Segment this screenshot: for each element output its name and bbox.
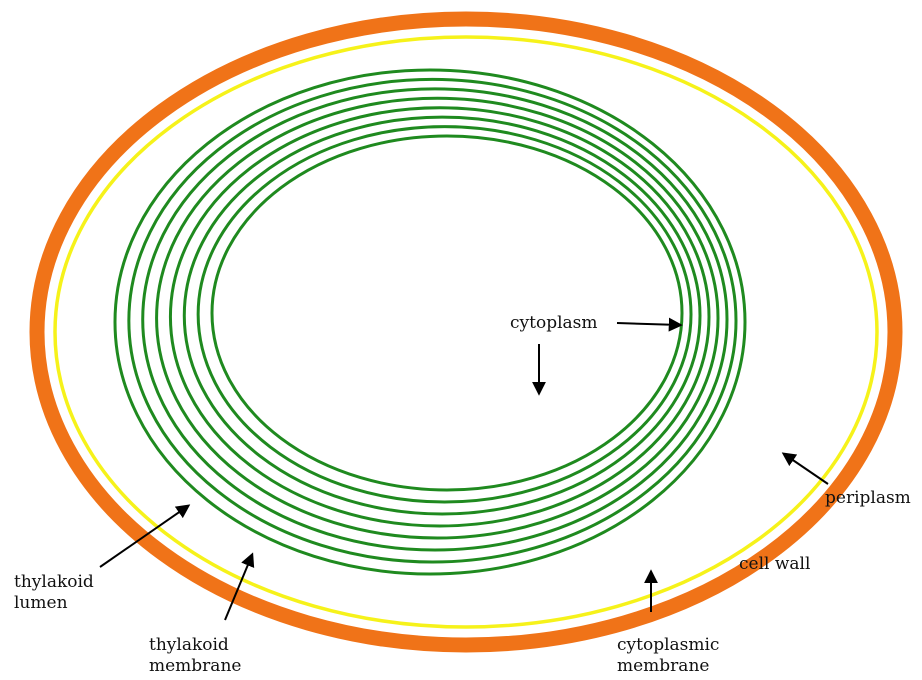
periplasm-label: periplasm xyxy=(825,488,911,509)
cytoplasm-arrow-right xyxy=(617,323,680,325)
periplasm-arrow xyxy=(784,454,828,484)
cytoplasmic-membrane-label-line2: membrane xyxy=(617,656,719,677)
thylakoid-membrane-label-line2: membrane xyxy=(149,656,241,677)
thylakoid-ring xyxy=(143,89,727,550)
thylakoid-ring xyxy=(115,70,745,574)
thylakoid-ring xyxy=(212,136,682,490)
cell-wall-ring xyxy=(37,19,895,645)
thylakoid-membrane-label: thylakoid membrane xyxy=(149,635,241,677)
thylakoid-lumen-label-line1: thylakoid xyxy=(14,572,94,593)
cytoplasmic-membrane-label-line1: cytoplasmic xyxy=(617,635,719,656)
cell-wall-label: cell wall xyxy=(739,554,810,575)
thylakoid-membrane-label-line1: thylakoid xyxy=(149,635,241,656)
thylakoid-lumen-label-line2: lumen xyxy=(14,593,94,614)
thylakoid-membrane-rings xyxy=(115,70,745,574)
cytoplasmic-membrane-label: cytoplasmic membrane xyxy=(617,635,719,677)
cytoplasm-label: cytoplasm xyxy=(510,313,598,334)
thylakoid-ring xyxy=(198,127,691,502)
thylakoid-ring xyxy=(157,98,718,538)
thylakoid-ring xyxy=(170,108,709,526)
thylakoid-lumen-label: thylakoid lumen xyxy=(14,572,94,614)
thylakoid-ring xyxy=(184,117,700,514)
cytoplasmic-membrane-ring xyxy=(55,37,877,627)
